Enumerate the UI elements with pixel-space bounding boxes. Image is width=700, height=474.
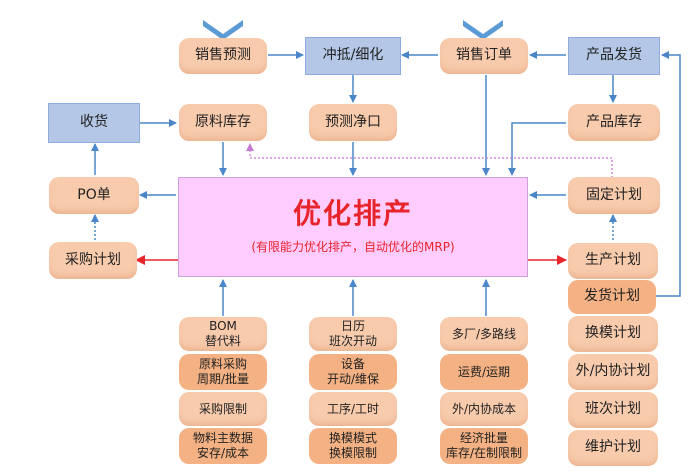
multi-plant-node: 多厂/多路线 (440, 317, 528, 351)
offset-refine-node: 冲抵/细化 (305, 37, 401, 75)
chevron-down-icon (203, 20, 243, 40)
node-line-2: 班次开动 (328, 334, 377, 348)
equipment-node: 设备开动/维保 (309, 354, 397, 390)
shift-plan-node: 班次计划 (568, 392, 658, 428)
node-line-2: 开动/维保 (326, 372, 380, 386)
node-line-1: 换模模式 (328, 431, 377, 445)
changeover-mode-node: 换模模式换模限制 (309, 428, 397, 464)
shipping-plan-node: 发货计划 (568, 280, 656, 314)
forecast-net-node: 预测净口 (309, 104, 397, 141)
node-line-1: 经济批量 (459, 431, 508, 445)
calendar-node: 日历班次开动 (309, 317, 397, 351)
receiving-node: 收货 (48, 103, 140, 143)
center-title: 优化排产 (292, 197, 413, 230)
center-subtitle: (有限能力优化排产，自动优化的MRP) (251, 240, 455, 254)
outsourcing-cost-node: 外/内协成本 (440, 392, 528, 426)
economic-batch-node: 经济批量库存/在制限制 (440, 428, 528, 464)
node-line-1: 原料采购 (198, 357, 247, 371)
outsourcing-plan-node: 外/内协计划 (568, 354, 658, 390)
node-line-2: 换模限制 (328, 446, 377, 460)
sales-forecast-node: 销售预测 (179, 38, 267, 74)
node-line-2: 周期/批量 (196, 372, 250, 386)
node-line-2: 库存/在制限制 (445, 446, 523, 460)
changeover-plan-node: 换模计划 (568, 316, 658, 352)
chevron-down-icon (463, 20, 503, 40)
purchase-limit-node: 采购限制 (179, 392, 267, 426)
maintenance-plan-node: 维护计划 (568, 430, 658, 466)
sales-order-node: 销售订单 (440, 38, 528, 74)
optimized-scheduling-node: 优化排产 (有限能力优化排产，自动优化的MRP) (178, 177, 528, 277)
po-node: PO单 (49, 177, 139, 214)
production-plan-node: 生产计划 (568, 243, 658, 279)
process-hours-node: 工序/工时 (309, 392, 397, 426)
node-line-1: 设备 (340, 357, 365, 371)
node-line-2: 替代料 (204, 334, 241, 348)
raw-stock-node: 原料库存 (179, 104, 267, 141)
node-line-1: 物料主数据 (192, 431, 253, 445)
node-line-1: 日历 (340, 319, 365, 333)
material-master-node: 物料主数据安存/成本 (179, 428, 267, 464)
raw-purchase-node: 原料采购周期/批量 (179, 354, 267, 390)
freight-node: 运费/运期 (440, 354, 528, 390)
node-line-1: BOM (209, 319, 237, 333)
product-stock-node: 产品库存 (568, 104, 660, 141)
product-shipment-node: 产品发货 (568, 37, 660, 75)
purchase-plan-node: 采购计划 (49, 242, 137, 279)
node-line-2: 安存/成本 (196, 446, 250, 460)
fixed-plan-node: 固定计划 (568, 177, 660, 214)
